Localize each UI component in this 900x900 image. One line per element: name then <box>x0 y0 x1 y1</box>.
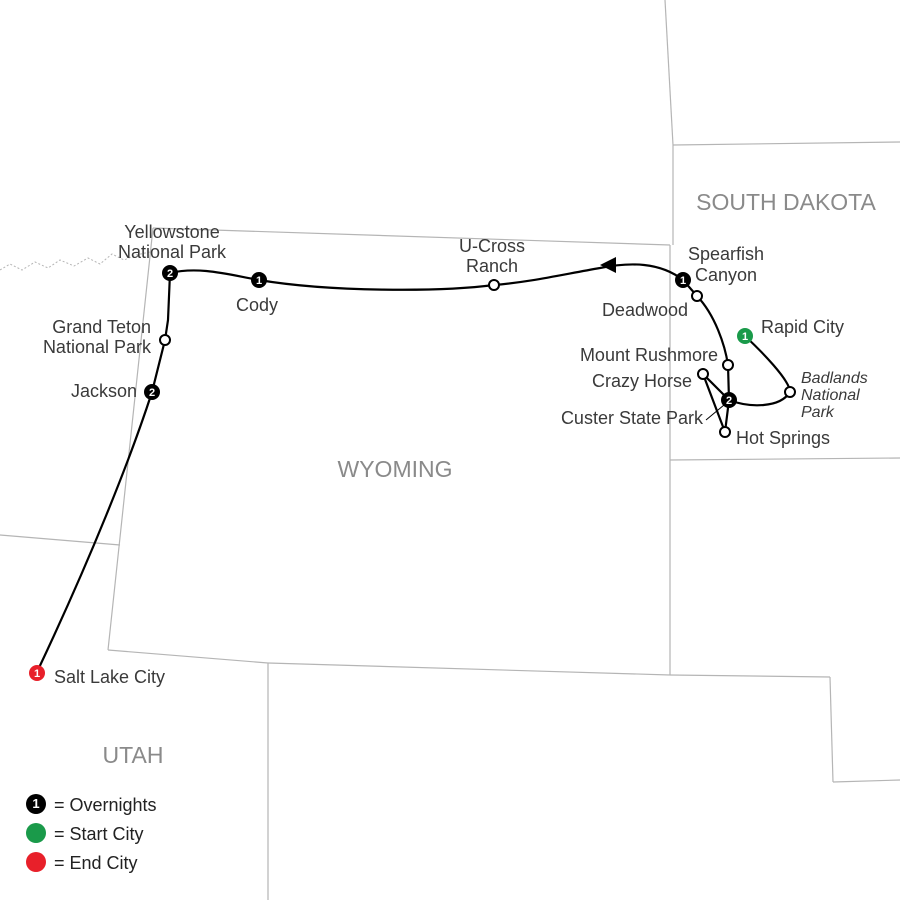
legend-overnights: 1 = Overnights <box>26 794 157 815</box>
badge-count: 1 <box>256 275 262 287</box>
label-grand-teton-1: Grand Teton <box>52 317 151 337</box>
label-badlands-1: Badlands <box>801 370 868 387</box>
badge-count: 1 <box>680 275 686 287</box>
label-spearfish-2: Canyon <box>695 265 757 285</box>
label-jackson: Jackson <box>71 381 137 401</box>
legend-overnights-number: 1 <box>32 796 39 811</box>
label-mount-rushmore: Mount Rushmore <box>580 345 718 365</box>
label-grand-teton-2: National Park <box>43 337 152 357</box>
legend-overnights-label: = Overnights <box>54 795 157 815</box>
route-direction-arrow-icon <box>600 257 616 273</box>
stop-markers <box>159 279 796 438</box>
badge-count: 1 <box>742 331 748 343</box>
legend: 1 = Overnights = Start City = End City <box>26 794 157 873</box>
overnight-badge-cody: 1 <box>251 272 267 288</box>
stop-crazy-horse <box>697 368 709 380</box>
state-label-utah: UTAH <box>103 742 164 768</box>
label-ucross-1: U-Cross <box>459 236 525 256</box>
stop-badlands <box>784 386 796 398</box>
legend-end: = End City <box>26 852 138 873</box>
label-yellowstone-1: Yellowstone <box>124 222 219 242</box>
label-crazy-horse: Crazy Horse <box>592 371 692 391</box>
stop-mount-rushmore <box>722 359 734 371</box>
end-badge-salt-lake-city: 1 <box>29 665 45 681</box>
label-badlands-3: Park <box>801 404 835 421</box>
stop-hot-springs <box>719 426 731 438</box>
label-salt-lake-city: Salt Lake City <box>54 667 165 687</box>
label-badlands-2: National <box>801 387 860 404</box>
overnight-badge-spearfish: 1 <box>675 272 691 288</box>
label-hot-springs: Hot Springs <box>736 428 830 448</box>
badge-count: 2 <box>167 268 173 280</box>
label-ucross-2: Ranch <box>466 256 518 276</box>
legend-start-label: = Start City <box>54 824 144 844</box>
legend-start: = Start City <box>26 823 144 844</box>
label-spearfish-1: Spearfish <box>688 244 764 264</box>
label-rapid-city: Rapid City <box>761 317 844 337</box>
stop-deadwood <box>691 290 703 302</box>
badge-count: 1 <box>34 668 40 680</box>
badge-count: 2 <box>726 395 732 407</box>
overnight-badge-custer: 2 <box>721 392 737 408</box>
legend-end-label: = End City <box>54 853 138 873</box>
state-label-south-dakota: SOUTH DAKOTA <box>696 189 876 215</box>
stop-grand-teton <box>159 334 171 346</box>
overnight-badge-jackson: 2 <box>144 384 160 400</box>
label-cody: Cody <box>236 295 278 315</box>
start-badge-rapid-city: 1 <box>737 328 753 344</box>
overnight-badge-yellowstone: 2 <box>162 265 178 281</box>
custer-leader-line <box>705 404 725 421</box>
label-deadwood: Deadwood <box>602 300 688 320</box>
badge-count: 2 <box>149 387 155 399</box>
state-label-wyoming: WYOMING <box>338 456 453 482</box>
label-custer: Custer State Park <box>561 408 704 428</box>
label-yellowstone-2: National Park <box>118 242 227 262</box>
stop-ucross <box>488 279 500 291</box>
